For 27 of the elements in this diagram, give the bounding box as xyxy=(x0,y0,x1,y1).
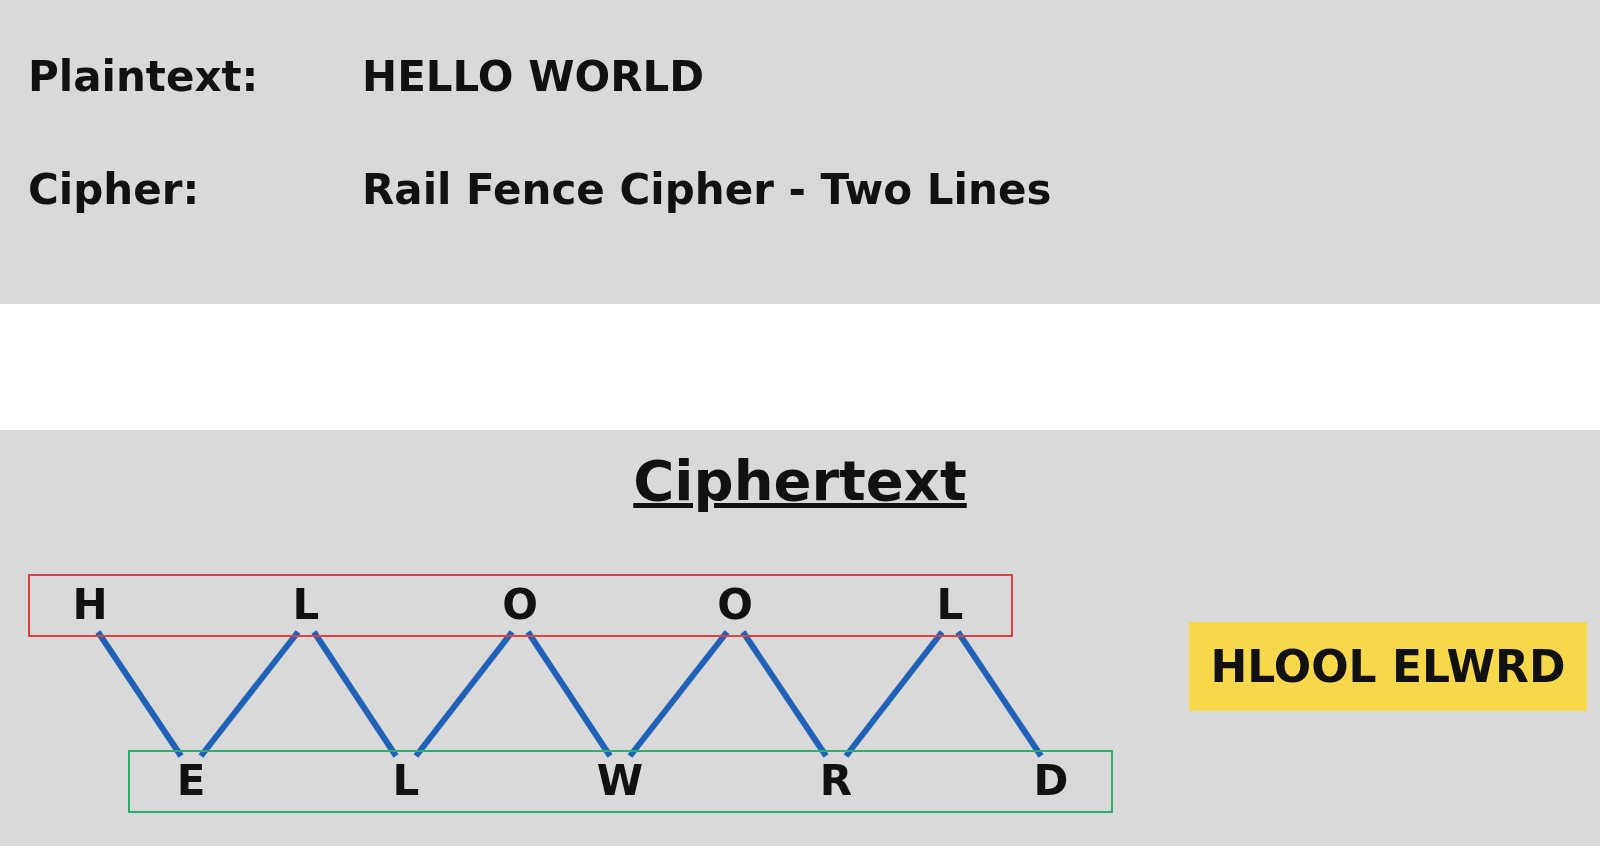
connector-line xyxy=(413,630,515,758)
letter: L xyxy=(925,580,975,630)
letter: O xyxy=(495,580,545,630)
letter: R xyxy=(811,756,861,806)
connector-line xyxy=(740,630,829,758)
connector-line xyxy=(843,630,945,758)
heading: Ciphertext xyxy=(632,448,968,513)
letter: O xyxy=(710,580,760,630)
rail-box xyxy=(128,750,1113,813)
connector-line xyxy=(198,630,301,758)
field-value: Rail Fence Cipher - Two Lines xyxy=(362,165,1052,214)
letter: H xyxy=(65,580,115,630)
connector-line xyxy=(627,630,730,758)
letter: L xyxy=(281,580,331,630)
letter: L xyxy=(381,756,431,806)
connector-line xyxy=(525,630,613,758)
letter: D xyxy=(1026,756,1076,806)
letter: W xyxy=(595,756,645,806)
field-label: Cipher: xyxy=(28,165,200,214)
field-label: Plaintext: xyxy=(28,52,259,101)
connector-line xyxy=(955,630,1044,758)
field-value: HELLO WORLD xyxy=(362,52,705,101)
connector-line xyxy=(311,630,399,758)
letter: E xyxy=(166,756,216,806)
connector-line xyxy=(95,630,184,758)
result-box: HLOOL ELWRD xyxy=(1189,622,1587,711)
rail-box xyxy=(28,574,1013,637)
